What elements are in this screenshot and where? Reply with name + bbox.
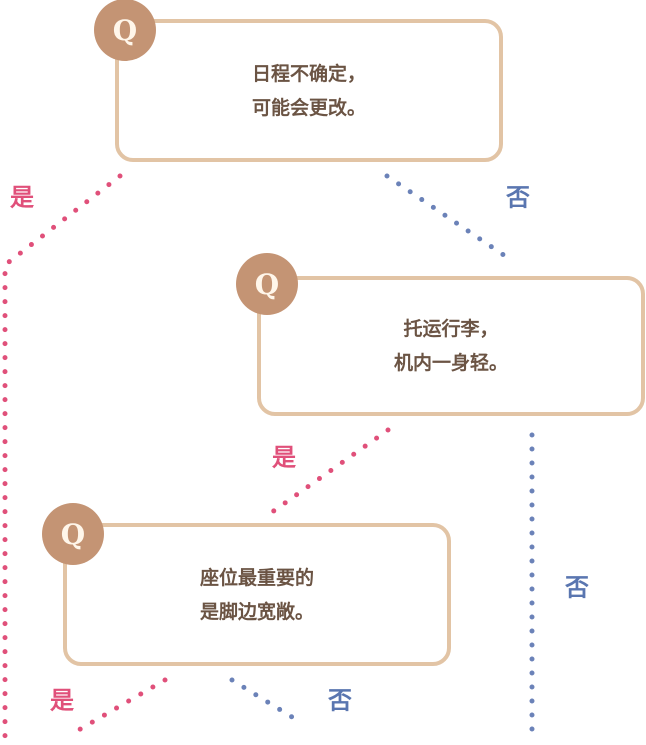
question-text: 可能会更改。	[251, 96, 366, 119]
q-badge: Q	[94, 0, 156, 61]
question-box-1: 日程不确定， 可能会更改。	[115, 19, 503, 162]
no-path-q3	[229, 677, 303, 725]
question-box-2: 托运行李， 机内一身轻。	[257, 276, 645, 416]
q-badge: Q	[236, 253, 298, 315]
yes-path-q1	[2, 173, 123, 743]
question-text: 日程不确定，	[251, 62, 366, 85]
question-box-3: 座位最重要的是脚边宽敞。	[63, 523, 451, 666]
question-text: 是脚边宽敞。	[199, 600, 314, 623]
question-text: 机内一身轻。	[393, 352, 508, 374]
yes-path-q3	[67, 677, 168, 738]
yes-label: 是	[10, 183, 34, 212]
no-path-q1	[384, 173, 511, 261]
question-text: 托运行李，	[403, 318, 499, 340]
no-label: 否	[565, 573, 589, 602]
q-badge: Q	[42, 503, 104, 565]
yes-label: 是	[272, 443, 296, 472]
question-text: 座位最重要的	[199, 566, 314, 589]
no-label: 否	[328, 686, 352, 715]
no-label: 否	[506, 183, 530, 212]
yes-label: 是	[50, 686, 74, 715]
